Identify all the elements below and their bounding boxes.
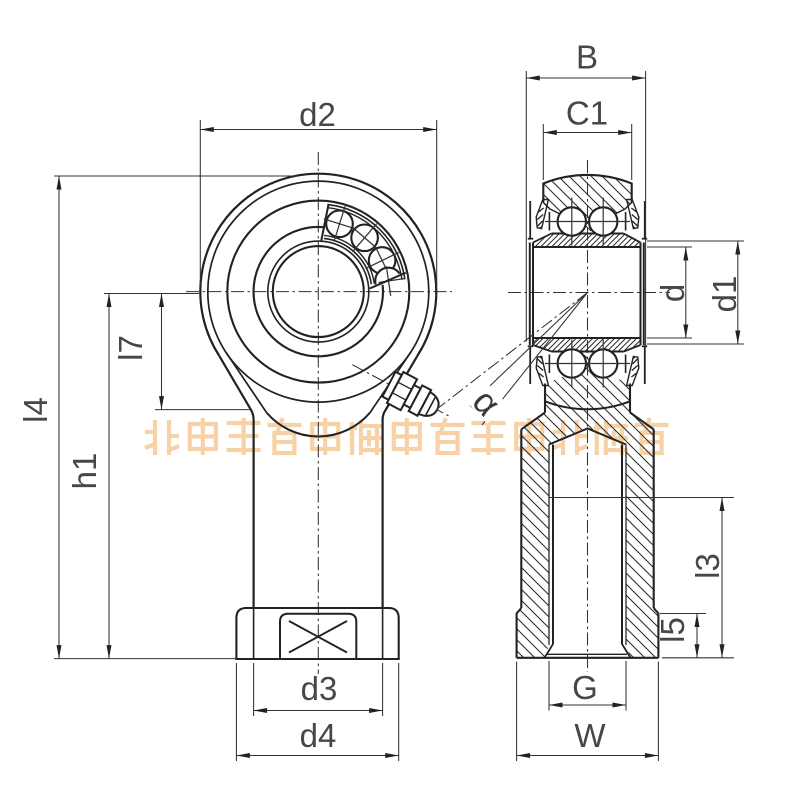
svg-text:d: d	[654, 284, 691, 302]
svg-text:l7: l7	[112, 335, 149, 361]
svg-text:d1: d1	[706, 276, 743, 313]
svg-text:l5: l5	[654, 617, 691, 643]
svg-text:l4: l4	[17, 397, 54, 423]
svg-text:C1: C1	[566, 95, 608, 132]
svg-text:l3: l3	[689, 553, 726, 579]
svg-text:d4: d4	[300, 717, 337, 754]
svg-text:B: B	[576, 39, 598, 76]
svg-text:W: W	[574, 717, 606, 754]
svg-text:G: G	[572, 669, 598, 706]
svg-text:d3: d3	[301, 670, 338, 707]
svg-text:d2: d2	[299, 96, 336, 133]
svg-text:h1: h1	[66, 453, 103, 490]
